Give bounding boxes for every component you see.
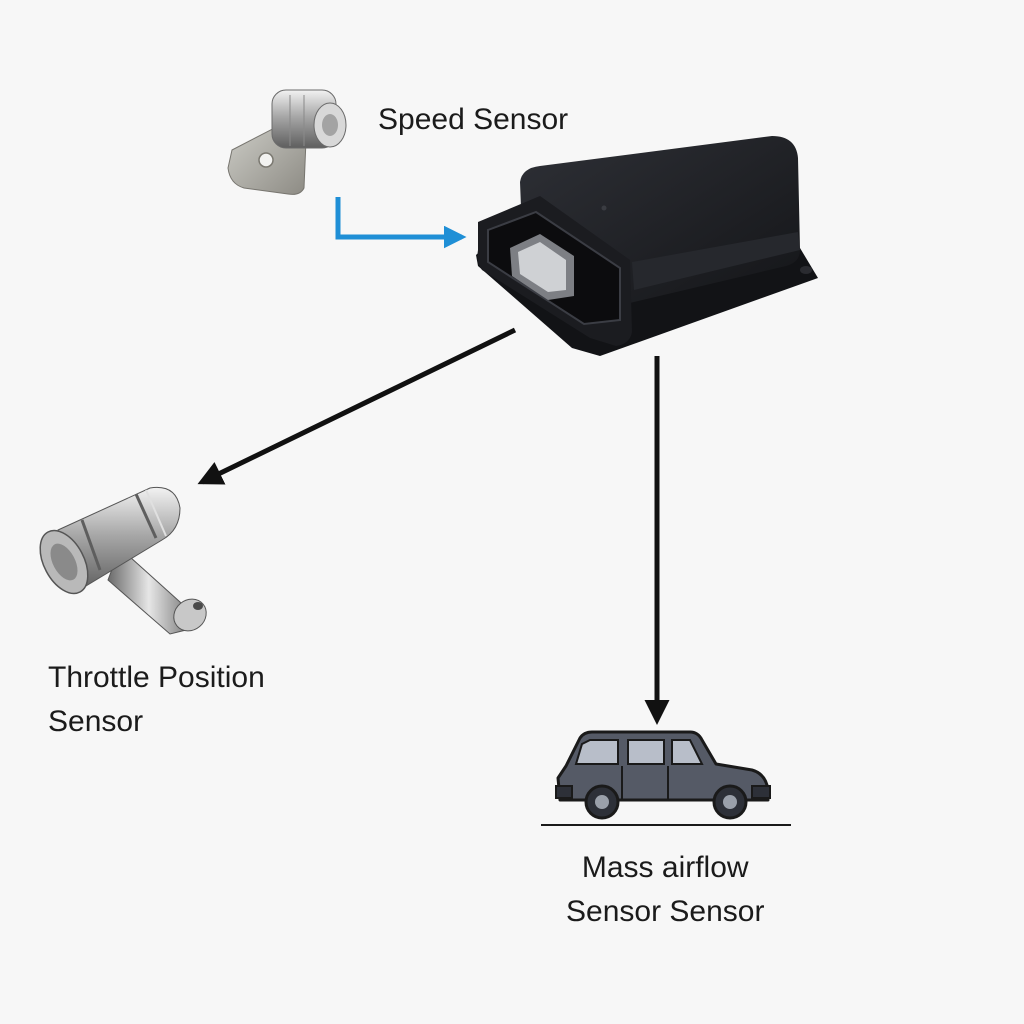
- throttle-label-line1: Throttle Position: [48, 661, 265, 694]
- throttle-position-sensor-label: Throttle Position Sensor: [48, 656, 265, 744]
- car-icon: [541, 730, 791, 826]
- maf-label-line1: Mass airflow: [581, 851, 749, 884]
- maf-label-line2: Sensor Sensor: [566, 895, 765, 928]
- module-to-throttle-arrow: [197, 327, 517, 485]
- throttle-sensor-icon: [39, 486, 207, 635]
- throttle-label-line2: Sensor: [48, 705, 144, 738]
- speed-sensor-icon: [227, 89, 347, 195]
- speed-to-module-arrow: [335, 197, 467, 249]
- obd-module-icon: [476, 136, 818, 356]
- mass-airflow-sensor-label: Mass airflow Sensor Sensor: [566, 846, 764, 934]
- speed-sensor-label: Speed Sensor: [378, 98, 568, 142]
- speed-sensor-label-text: Speed Sensor: [378, 103, 569, 136]
